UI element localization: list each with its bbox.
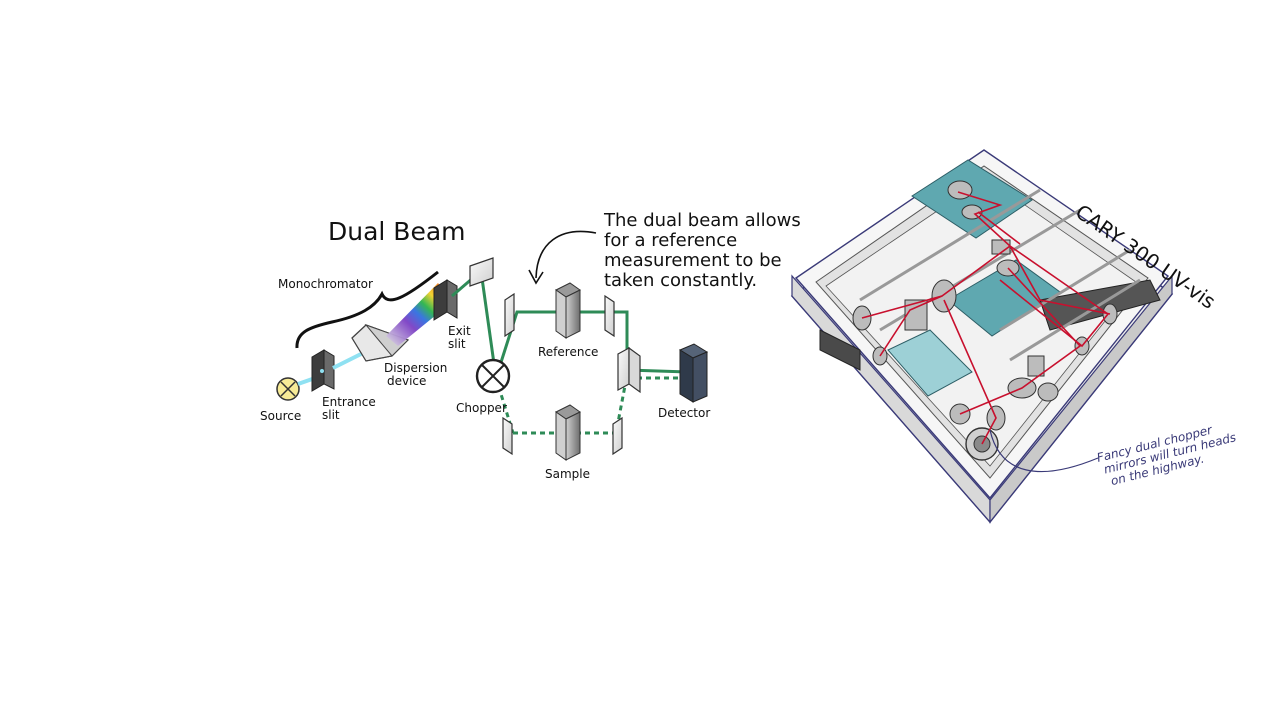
reference-cuvette-side [565,289,581,339]
note-arrow [535,230,597,279]
note-line-4: taken constantly. [604,270,757,291]
chopper-label: Chopper [456,401,507,415]
mirror-2 [504,292,515,338]
dispersion-label-1: Dispersion [384,361,447,375]
note-line-3: measurement to be [604,250,782,271]
entrance-slit-side [323,349,335,390]
sample-cuvette-front [555,411,567,461]
entrance-slit-aperture [320,369,324,373]
mirror-4 [617,346,630,392]
reference-label: Reference [538,345,598,359]
exit-slit-label-1: Exit [448,324,471,338]
entrance-slit-label-2: slit [322,408,340,422]
diagram-title: Dual Beam [328,217,466,246]
source-cross-icon [280,381,296,397]
teal-panel-sample [887,329,973,397]
mirror-4-side [628,346,641,394]
dispersion-label-2: device [387,374,426,388]
mirror-5 [502,416,513,456]
source-label: Source [260,409,301,423]
sample-label: Sample [545,467,590,481]
cary-instrument-illustration [790,149,1174,524]
caption-pointer [989,429,1099,473]
entrance-slit-label-1: Entrance [322,395,376,409]
mirror-1 [469,257,494,287]
monochromator-brace [295,270,439,349]
exit-slit-side [446,279,458,319]
reference-cuvette-front [555,289,567,339]
exit-slit-label-2: slit [448,337,466,351]
chopper-cross-icon [481,364,505,388]
mirrors [469,257,641,456]
teal-panel-top [911,159,1033,239]
instrument-caption: Fancy dual chopper mirrors will turn hea… [1095,422,1237,488]
detector-side [692,351,708,403]
entrance-beam [332,350,366,370]
detector-front [679,349,694,403]
note-line-1: The dual beam allows [603,210,801,231]
sample-cuvette-side [565,411,581,461]
mirror-3 [604,294,615,338]
mirror-6 [612,416,623,456]
laser-paths [861,191,1111,445]
note-arrowhead-icon [528,269,544,285]
monochromator-label: Monochromator [278,277,373,291]
note-line-2: for a reference [604,230,737,251]
detector-label: Detector [658,406,710,420]
